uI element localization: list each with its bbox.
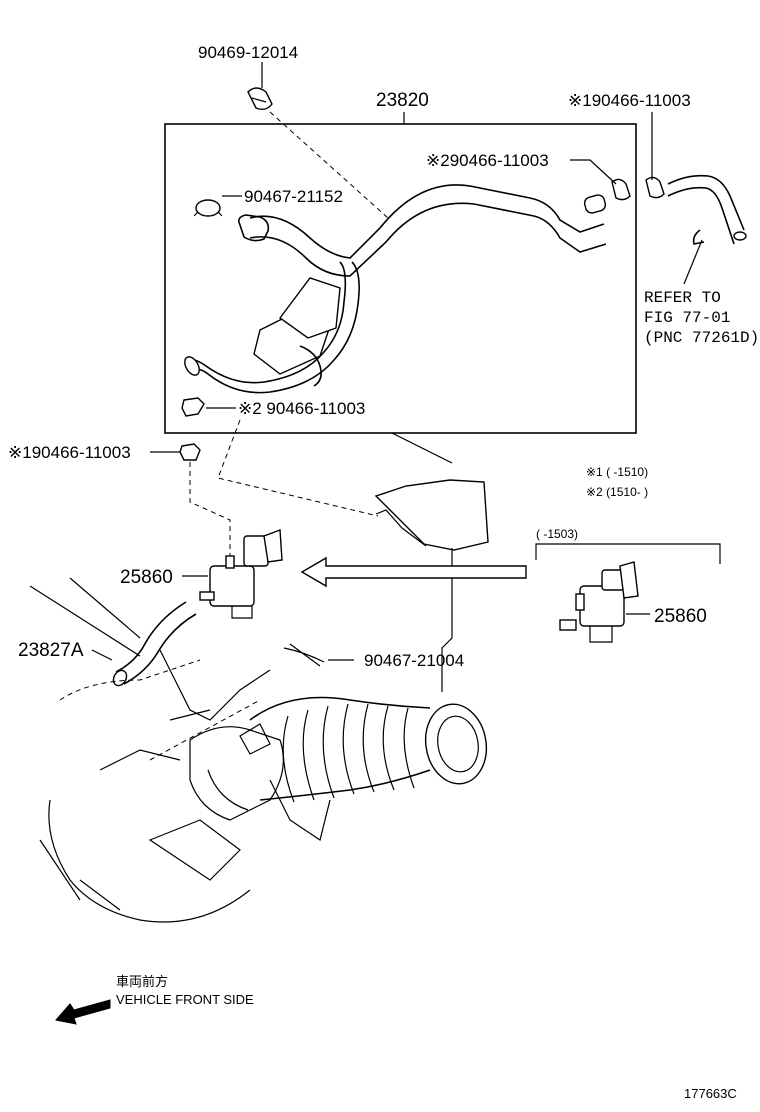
label-90466-11003-star1-top: ※190466-11003 <box>568 91 691 110</box>
assembly-box <box>164 123 637 434</box>
label-90466-11003-star1-left: ※190466-11003 <box>8 443 131 462</box>
clamp-star1-left-icon <box>179 443 201 461</box>
vehicle-front-jp: 車両前方 <box>116 974 168 989</box>
vsv-valve-left-icon <box>199 529 283 619</box>
refer-line-1: REFER TO <box>644 289 721 307</box>
label-25860-right: 25860 <box>654 606 707 627</box>
vehicle-front-arrow-icon <box>55 999 111 1025</box>
label-23827a: 23827A <box>18 640 84 661</box>
clamp-star2-box-icon <box>181 397 205 417</box>
label-90466-11003-star2-box: ※2 90466-11003 <box>238 399 365 418</box>
label-90469-12014: 90469-12014 <box>198 43 298 62</box>
vsv-valve-right-icon <box>559 561 639 643</box>
direction-arrow-icon <box>300 556 527 588</box>
refer-line-3: (PNC 77261D) <box>644 329 759 347</box>
external-hose-icon <box>667 174 747 245</box>
note-star2-range: ※2 (1510- ) <box>586 485 648 499</box>
range-1503: ( -1503) <box>536 527 578 541</box>
vacuum-hose-assembly-icon <box>184 184 607 394</box>
clip-90467-21004-icon <box>283 643 325 667</box>
label-90467-21004: 90467-21004 <box>364 651 464 670</box>
engine-intake-icon <box>29 577 488 923</box>
label-90467-21152: 90467-21152 <box>244 187 343 206</box>
label-25860-left: 25860 <box>120 567 173 588</box>
vehicle-front-en: VEHICLE FRONT SIDE <box>116 992 254 1007</box>
clamp-star1-top-icon <box>645 176 665 199</box>
label-90466-11003-star2-top: ※290466-11003 <box>426 151 549 170</box>
clamp-90469-icon <box>247 87 273 111</box>
clip-90467-21152-icon <box>193 199 223 217</box>
refer-line-2: FIG 77-01 <box>644 309 730 327</box>
hose-23827a-icon <box>112 601 197 687</box>
air-cleaner-cover-icon <box>374 479 489 551</box>
note-star1-range: ※1 ( -1510) <box>586 465 648 479</box>
label-23820: 23820 <box>376 90 429 111</box>
figure-id: 177663C <box>684 1086 737 1101</box>
clamp-star2-top-icon <box>611 178 631 201</box>
